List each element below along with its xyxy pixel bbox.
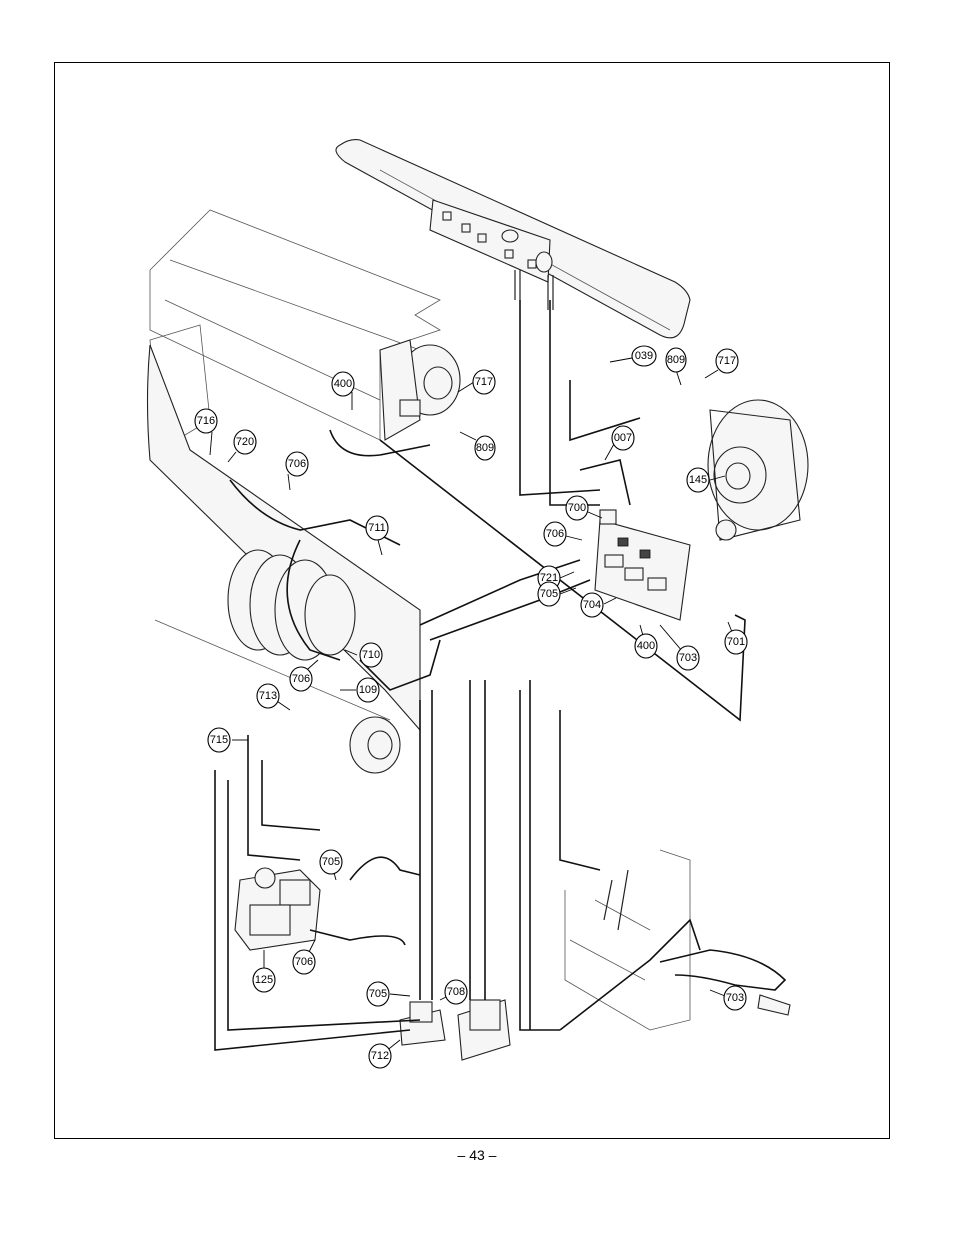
svg-text:705: 705 xyxy=(322,856,340,868)
callout-720: 720 xyxy=(233,429,257,455)
transformer xyxy=(457,999,511,1061)
callout-717: 717 xyxy=(472,369,496,395)
svg-text:125: 125 xyxy=(255,974,273,986)
power-cord xyxy=(659,949,791,1016)
relay-712 xyxy=(399,1001,446,1046)
svg-text:706: 706 xyxy=(546,528,564,540)
callout-717: 717 xyxy=(715,348,739,374)
svg-text:400: 400 xyxy=(637,640,655,652)
callout-705: 705 xyxy=(537,581,561,607)
right-motor xyxy=(707,399,809,541)
callout-706: 706 xyxy=(285,451,309,477)
callout-705: 705 xyxy=(319,849,343,875)
svg-text:701: 701 xyxy=(727,636,745,648)
callout-712: 712 xyxy=(368,1043,392,1069)
svg-text:109: 109 xyxy=(359,684,377,696)
svg-text:717: 717 xyxy=(475,376,493,388)
svg-text:712: 712 xyxy=(371,1050,389,1062)
callout-708: 708 xyxy=(444,979,468,1005)
svg-text:708: 708 xyxy=(447,986,465,998)
svg-text:710: 710 xyxy=(362,649,380,661)
callout-705: 705 xyxy=(366,981,390,1007)
callout-809: 809 xyxy=(665,347,687,373)
callout-145: 145 xyxy=(686,467,710,493)
svg-text:715: 715 xyxy=(210,734,228,746)
gas-valve xyxy=(234,867,321,951)
lower-cabinet xyxy=(564,849,691,1031)
svg-text:721: 721 xyxy=(540,572,558,584)
callout-711: 711 xyxy=(365,515,389,541)
svg-text:700: 700 xyxy=(568,502,586,514)
control-panel xyxy=(335,139,691,339)
svg-text:039: 039 xyxy=(635,350,653,362)
diagram-frame xyxy=(54,62,890,1139)
svg-text:145: 145 xyxy=(689,474,707,486)
callout-706: 706 xyxy=(289,666,313,692)
callout-703: 703 xyxy=(723,985,747,1011)
callout-710: 710 xyxy=(359,642,383,668)
main-pcb xyxy=(594,509,691,621)
callout-400: 400 xyxy=(331,371,355,397)
callout-713: 713 xyxy=(256,683,280,709)
callout-700: 700 xyxy=(565,495,589,521)
wiring-harness xyxy=(214,300,746,1051)
callout-039: 039 xyxy=(631,345,657,367)
upper-motor xyxy=(379,339,461,441)
svg-text:705: 705 xyxy=(540,588,558,600)
svg-text:400: 400 xyxy=(334,378,352,390)
callout-706: 706 xyxy=(543,521,567,547)
svg-text:706: 706 xyxy=(295,956,313,968)
callout-701: 701 xyxy=(724,629,748,655)
callout-125: 125 xyxy=(252,967,276,993)
drum-assembly xyxy=(146,324,421,774)
svg-text:706: 706 xyxy=(288,458,306,470)
svg-text:716: 716 xyxy=(197,415,215,427)
callout-715: 715 xyxy=(207,727,231,753)
callout-704: 704 xyxy=(580,592,604,618)
svg-text:720: 720 xyxy=(236,436,254,448)
svg-text:703: 703 xyxy=(726,992,744,1004)
callout-716: 716 xyxy=(194,408,218,434)
callout-809: 809 xyxy=(474,435,496,461)
callout-007: 007 xyxy=(611,425,635,451)
svg-text:706: 706 xyxy=(292,673,310,685)
svg-text:809: 809 xyxy=(476,442,494,454)
callout-400: 400 xyxy=(634,633,658,659)
svg-text:717: 717 xyxy=(718,355,736,367)
svg-text:705: 705 xyxy=(369,988,387,1000)
svg-text:703: 703 xyxy=(679,652,697,664)
callout-703: 703 xyxy=(676,645,700,671)
page-number: – 43 – xyxy=(457,1147,497,1163)
callout-109: 109 xyxy=(356,677,380,703)
svg-text:809: 809 xyxy=(667,354,685,366)
svg-text:711: 711 xyxy=(368,522,386,534)
svg-text:007: 007 xyxy=(614,432,632,444)
callout-706: 706 xyxy=(292,949,316,975)
svg-text:704: 704 xyxy=(583,599,601,611)
svg-text:713: 713 xyxy=(259,690,277,702)
